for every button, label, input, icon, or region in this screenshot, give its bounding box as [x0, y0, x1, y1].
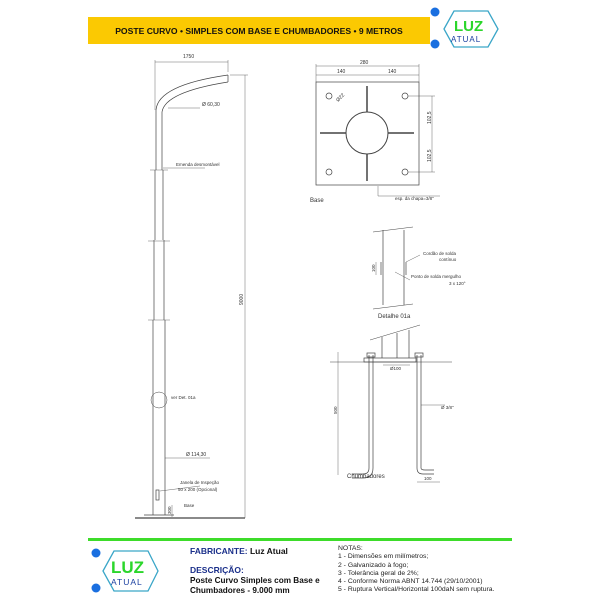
manufacturer: FABRICANTE: Luz Atual: [190, 546, 288, 556]
svg-text:ATUAL: ATUAL: [111, 577, 143, 587]
anchor-bolts-drawing: [330, 324, 452, 483]
notes: NOTAS: 1 - Dimensões em milímetros; 2 - …: [338, 545, 495, 594]
note-item: 2 - Galvanizado à fogo;: [338, 561, 409, 569]
hole-spacing-bottom: 102,5: [427, 149, 433, 162]
note-item: 3 - Tolerância geral de 2%;: [338, 569, 419, 577]
spot-weld-label-1: Ponto de solda mergulho: [411, 274, 462, 279]
detail-height: 100: [371, 264, 376, 272]
pole-drawing: [135, 60, 248, 519]
rod-diameter: Ø 3/8": [441, 405, 454, 410]
luz-atual-logo: LUZ ATUAL: [430, 7, 499, 49]
description-label: DESCRIÇÃO:: [190, 565, 244, 575]
hole-spacing-top: 102,5: [427, 111, 433, 124]
plate-thickness: esp. da chapa=3/8": [395, 196, 434, 201]
base-width-dimension: 280: [360, 60, 369, 66]
weld-label-2: contínuo: [439, 257, 457, 262]
footer-divider: [88, 538, 512, 541]
note-item: 5 - Ruptura Vertical/Horizontal 100daN s…: [338, 586, 495, 594]
svg-text:ATUAL: ATUAL: [451, 35, 481, 44]
detail-reference: ver Det. 01a: [171, 395, 196, 400]
svg-text:LUZ: LUZ: [454, 18, 483, 35]
base-plate-drawing: [315, 64, 440, 197]
inspection-window-label: Janela de Inspeção: [180, 480, 220, 485]
anchor-circle-diameter: Ø100: [390, 366, 402, 371]
hole-diameter: Ø22: [335, 92, 346, 103]
anchor-depth: 500: [333, 406, 338, 414]
base-title: Base: [310, 198, 324, 204]
base-pointer-label: Base: [184, 503, 195, 508]
hook-length: 100: [424, 476, 432, 481]
anchors-title: Chumbadores: [347, 474, 385, 480]
reach-dimension: 1750: [183, 54, 194, 60]
detail-01a-drawing: [372, 226, 421, 310]
weld-label-1: Cordão de solda: [423, 251, 457, 256]
base-half-left: 140: [337, 69, 346, 75]
inspection-window-size: 50 x 200 (Opcional): [178, 487, 218, 492]
description-text: Poste Curvo Simples com Base e Chumbador…: [190, 576, 320, 595]
joint-label: Emenda desmontável: [176, 162, 220, 167]
height-dimension: 9000: [239, 294, 245, 305]
detail-title: Detalhe 01a: [378, 314, 411, 320]
note-item: 1 - Dimensões em milímetros;: [338, 553, 429, 561]
note-item: 4 - Conforme Norma ABNT 14.744 (29/10/20…: [338, 578, 483, 586]
page-title: POSTE CURVO • SIMPLES COM BASE E CHUMBAD…: [88, 17, 430, 44]
base-height: 300: [167, 506, 172, 514]
top-diameter-label: Ø 60,30: [202, 102, 220, 108]
spot-weld-label-2: 3 x 120°: [449, 281, 466, 286]
svg-text:LUZ: LUZ: [111, 558, 144, 577]
base-half-right: 140: [388, 69, 397, 75]
footer-logo: LUZ ATUAL: [91, 548, 159, 593]
technical-drawing: 1750 Ø 60,30 Emenda desmontável 9000 ver…: [135, 54, 466, 519]
bottom-diameter-label: Ø 114,30: [186, 452, 206, 458]
